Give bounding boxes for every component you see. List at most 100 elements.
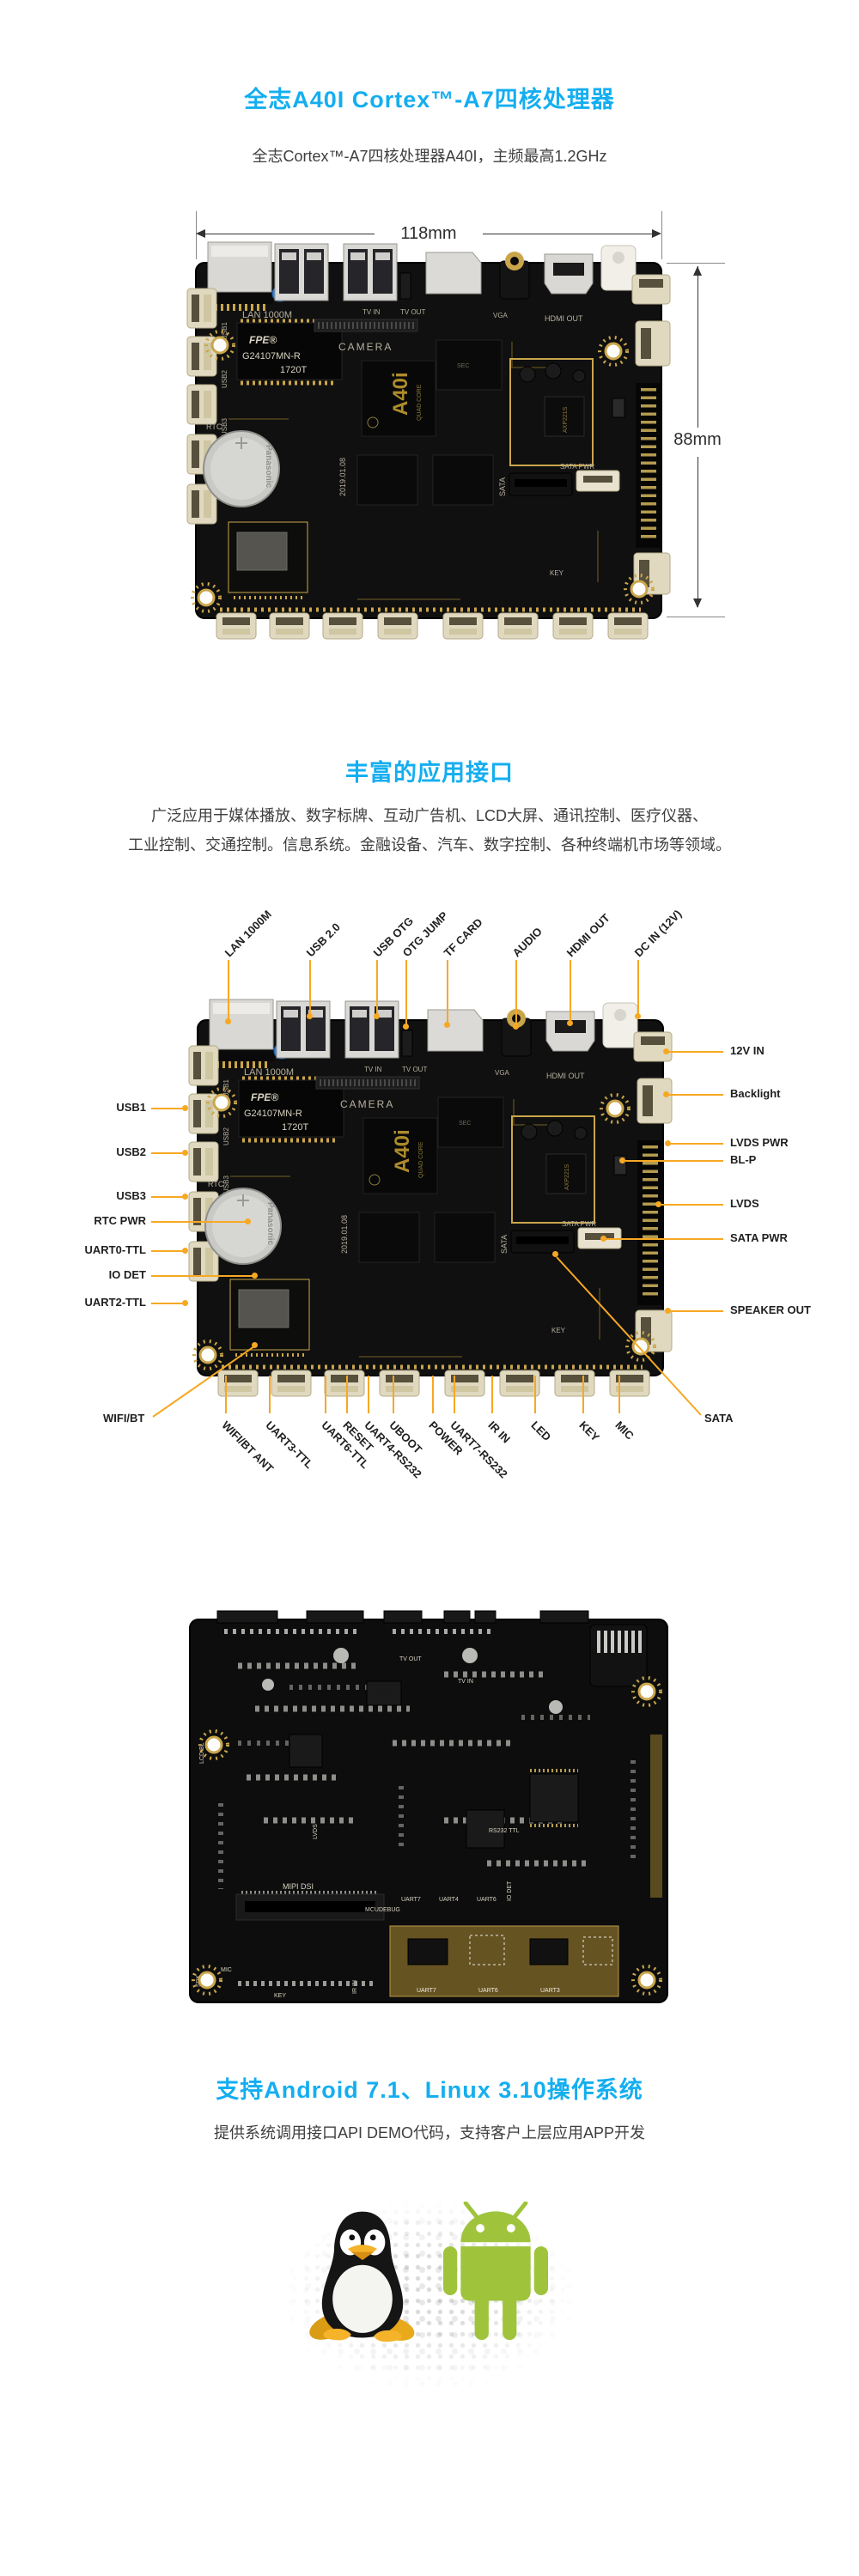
dot-12vin xyxy=(663,1048,669,1054)
leader-irin xyxy=(491,1376,493,1413)
port-label-speakerout: SPEAKER OUT xyxy=(730,1303,811,1316)
linux-tux-logo xyxy=(309,2211,415,2342)
port-label-12vin: 12V IN xyxy=(730,1044,765,1057)
leader-uart4 xyxy=(368,1376,369,1413)
port-label-key: KEY xyxy=(576,1419,602,1444)
port-label-iodet: IO DET xyxy=(108,1268,146,1281)
leader-usb20 xyxy=(309,960,311,1018)
port-label-uart0: UART0-TTL xyxy=(84,1243,147,1256)
dot-backlight xyxy=(663,1091,669,1097)
section1-subtitle: 全志Cortex™-A7四核处理器A40I，主频最高1.2GHz xyxy=(252,148,607,165)
section2-title: 丰富的应用接口 xyxy=(345,760,514,786)
dim-height-label: 88mm xyxy=(673,430,722,449)
section3-title: 支持Android 7.1、Linux 3.10操作系统 xyxy=(216,2077,643,2103)
leader-uart6 xyxy=(325,1376,326,1413)
leader-satapwr xyxy=(606,1238,723,1240)
port-label-audio: AUDIO xyxy=(509,925,545,960)
dot-rtcpwr xyxy=(245,1218,251,1224)
dim-width-label: 118mm xyxy=(400,224,457,243)
leader-tfcard xyxy=(447,960,448,1027)
halftone-dots-background xyxy=(245,2172,614,2421)
section1-title: 全志A40I Cortex™-A7四核处理器 xyxy=(244,87,615,112)
dot-speakerout xyxy=(665,1308,671,1314)
tux-belly xyxy=(332,2264,393,2333)
leader-uart2 xyxy=(151,1303,187,1304)
android-eye-right xyxy=(507,2224,515,2233)
port-label-irin: IR IN xyxy=(485,1419,513,1446)
leader-led xyxy=(534,1376,536,1413)
leader-speakerout xyxy=(670,1310,723,1312)
android-antenna-left xyxy=(463,2202,479,2220)
dot-usb1 xyxy=(182,1105,188,1111)
android-arm-right xyxy=(533,2246,548,2296)
section3-subtitle: 提供系统调用接口API DEMO代码，支持客户上层应用APP开发 xyxy=(213,2124,646,2142)
tux-beak-lower xyxy=(350,2251,375,2261)
android-head xyxy=(460,2211,531,2243)
port-label-usb2: USB2 xyxy=(116,1145,146,1158)
port-label-sata: SATA xyxy=(704,1412,734,1425)
port-label-lvds: LVDS xyxy=(730,1197,759,1210)
leader-mic xyxy=(618,1376,620,1413)
port-label-tfcard: TF CARD xyxy=(441,915,485,960)
dot-dcin xyxy=(635,1013,641,1019)
port-label-wifibt: WIFI/BT xyxy=(103,1412,145,1425)
dim-arrow-right xyxy=(652,229,661,238)
port-label-backlight: Backlight xyxy=(730,1087,781,1100)
leader-usb2 xyxy=(151,1152,187,1154)
port-label-hdmiout: HDMI OUT xyxy=(564,911,612,960)
android-antenna-right xyxy=(512,2202,528,2220)
dot-tfcard xyxy=(444,1022,450,1028)
dot-lvds xyxy=(655,1201,661,1207)
tux-eye-right xyxy=(369,2234,376,2241)
port-label-led: LED xyxy=(528,1419,554,1443)
board-photo-front xyxy=(186,239,672,647)
dot-hdmiout xyxy=(567,1020,573,1026)
dot-lan xyxy=(225,1018,231,1024)
dim-ext-right xyxy=(661,211,662,259)
leader-usb1 xyxy=(151,1108,187,1109)
dot-usb3 xyxy=(182,1194,188,1200)
leader-dcin xyxy=(637,960,639,1018)
android-robot-logo xyxy=(443,2202,548,2341)
leader-usbotg xyxy=(376,960,378,1018)
leader-reset xyxy=(346,1376,348,1413)
port-label-blp: BL-P xyxy=(730,1153,757,1166)
leader-otgjump xyxy=(405,960,407,1029)
leader-blp xyxy=(625,1160,723,1162)
dim-arrow-up xyxy=(693,266,702,276)
port-label-lvdspwr: LVDS PWR xyxy=(730,1136,789,1149)
dot-iodet xyxy=(252,1273,258,1279)
leader-rtcpwr xyxy=(151,1221,247,1223)
leader-lvdspwr xyxy=(670,1143,723,1145)
port-label-lan: LAN 1000M xyxy=(222,908,274,960)
leader-uboot xyxy=(393,1376,394,1413)
port-label-usb3: USB3 xyxy=(116,1189,146,1202)
port-label-usb20: USB 2.0 xyxy=(303,920,344,960)
android-leg-right xyxy=(503,2291,517,2341)
port-label-rtcpwr: RTC PWR xyxy=(94,1214,146,1227)
android-arm-left xyxy=(443,2246,458,2296)
dot-wifibt xyxy=(252,1342,258,1348)
section2-desc-line2: 工业控制、交通控制。信息系统。金融设备、汽车、数字控制、各种终端机市场等领域。 xyxy=(128,836,731,854)
leader-iodet xyxy=(151,1275,254,1277)
dot-usb20 xyxy=(307,1013,313,1019)
leader-backlight xyxy=(668,1094,723,1096)
port-label-usb1: USB1 xyxy=(116,1101,146,1114)
leader-uart3 xyxy=(269,1376,271,1413)
leader-lvds xyxy=(661,1204,723,1206)
dot-usb2 xyxy=(182,1150,188,1156)
leader-hdmiout xyxy=(570,960,571,1025)
dot-uart0 xyxy=(182,1248,188,1254)
dim-arrow-down xyxy=(693,598,702,608)
dots-layer-2 xyxy=(245,2172,614,2421)
leader-uart7 xyxy=(454,1376,455,1413)
tux-foot-right xyxy=(374,2330,402,2342)
leader-usb3 xyxy=(151,1196,187,1198)
leader-uart0 xyxy=(151,1250,187,1252)
dot-sata xyxy=(552,1251,558,1257)
leader-power xyxy=(432,1376,434,1413)
dim-ext-top xyxy=(667,263,725,264)
dim-arrow-left xyxy=(196,229,205,238)
leader-wifiant xyxy=(225,1376,227,1413)
